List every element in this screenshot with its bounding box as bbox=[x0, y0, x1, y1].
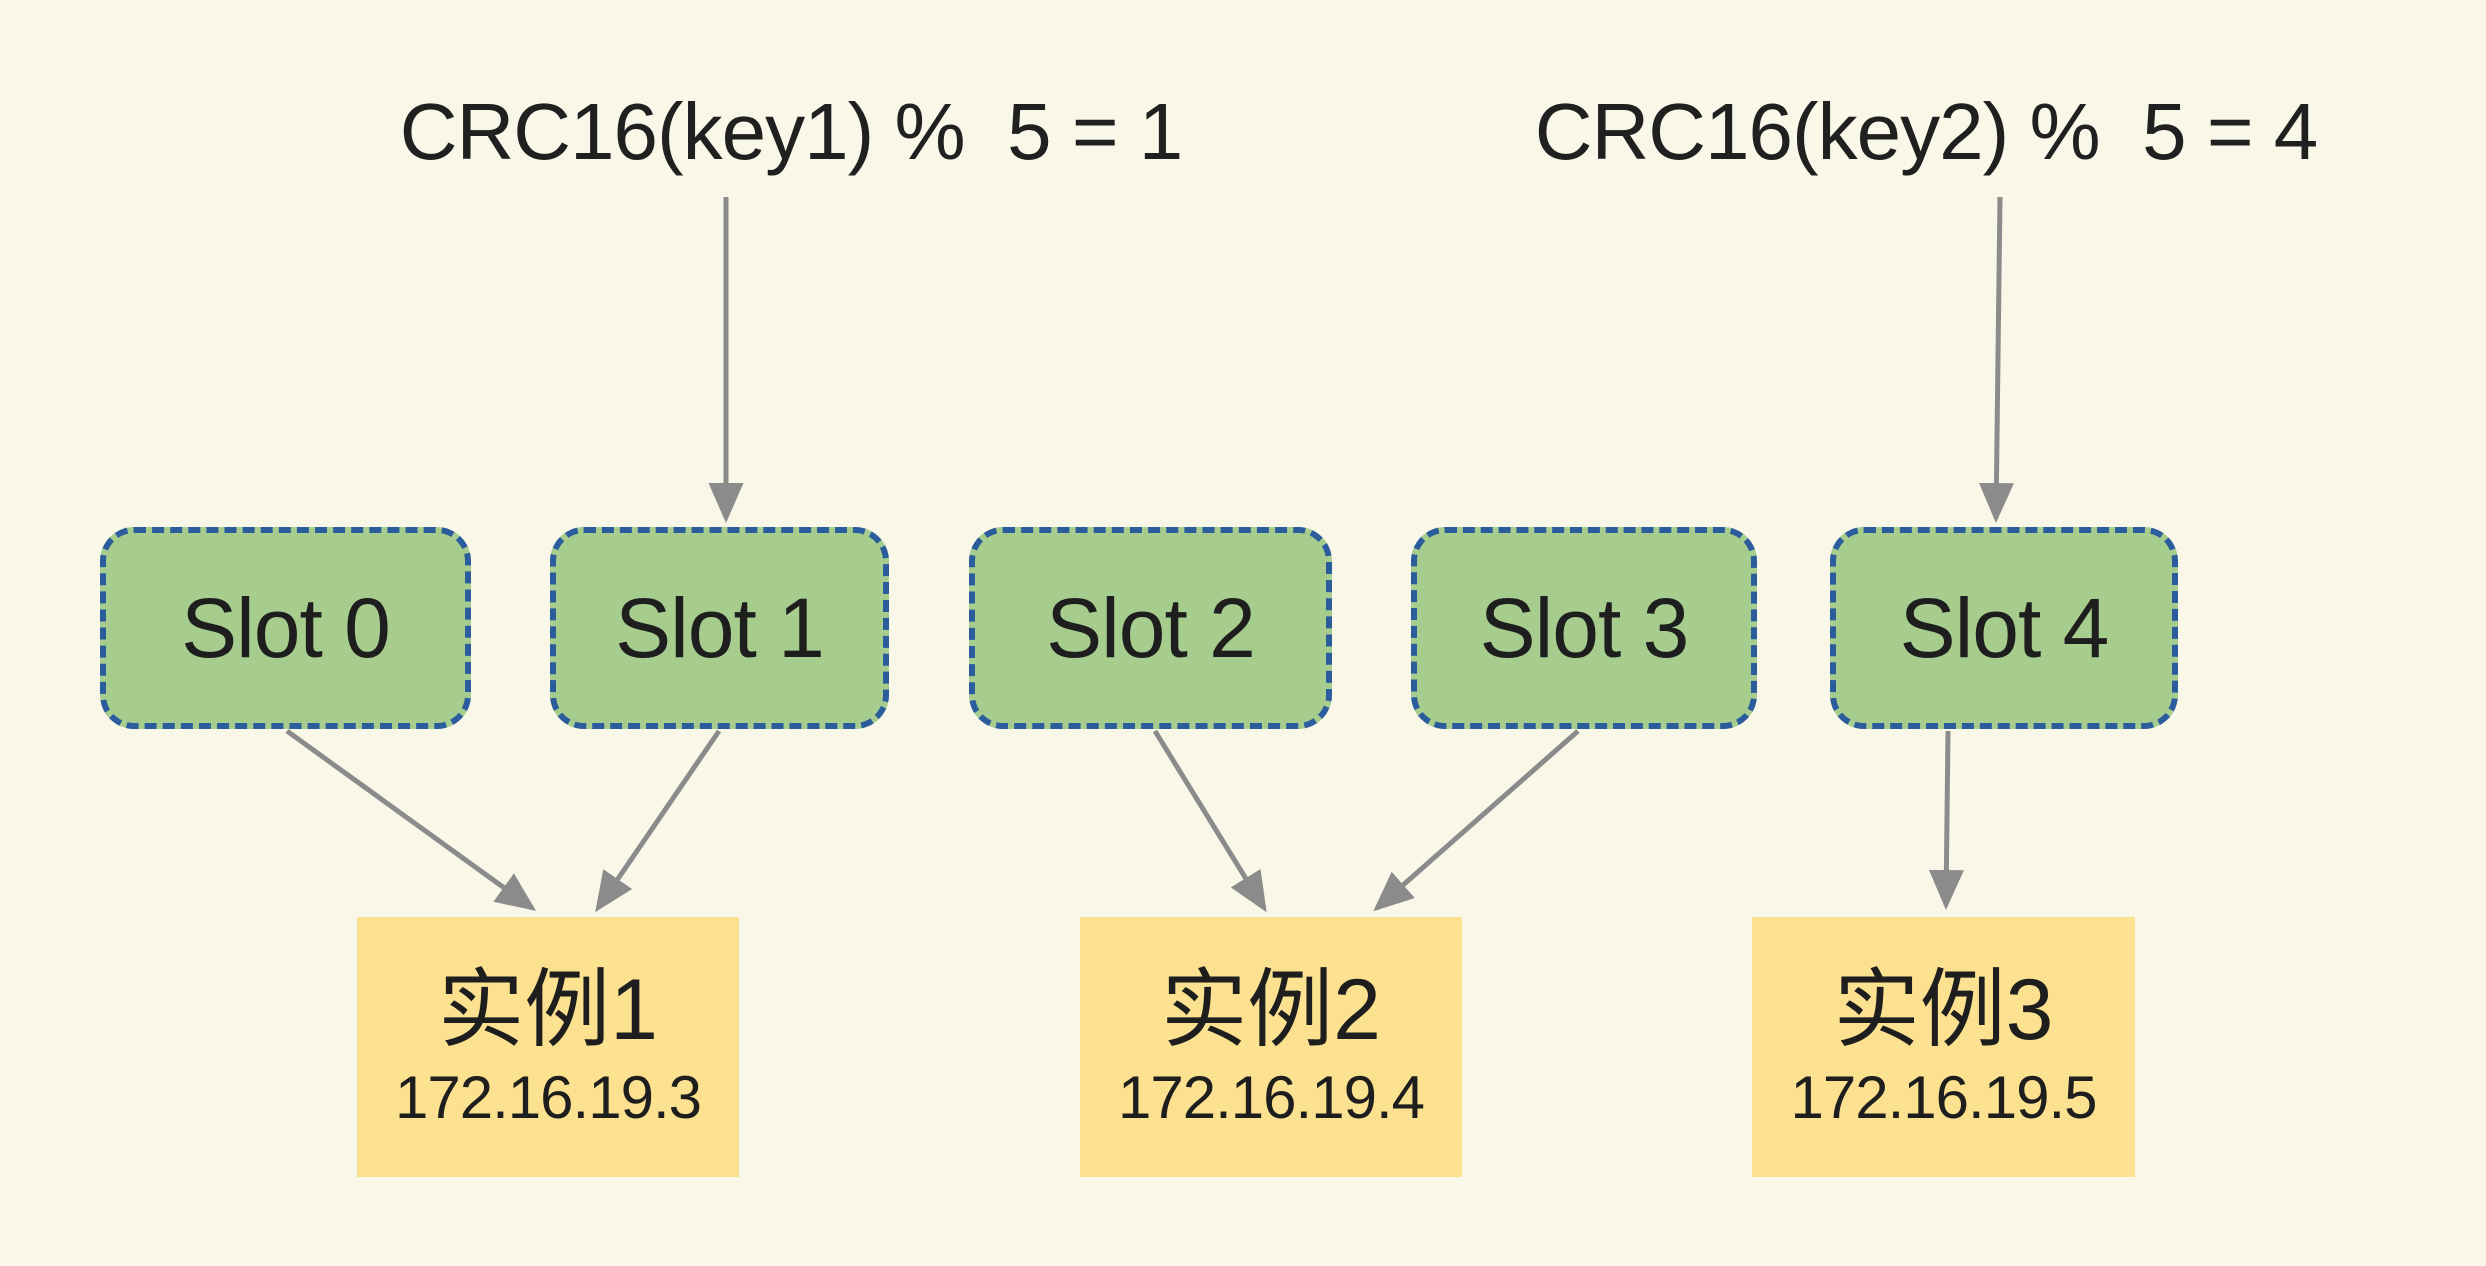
slot-1-box: Slot 1 bbox=[550, 527, 889, 729]
arrow-slot1-to-instance1 bbox=[595, 729, 722, 913]
instance-3-box: 实例3 172.16.19.5 bbox=[1752, 917, 2135, 1177]
instance-3-ip: 172.16.19.5 bbox=[1790, 1064, 2098, 1132]
slot-3-label: Slot 3 bbox=[1479, 580, 1690, 675]
instance-2-ip: 172.16.19.4 bbox=[1118, 1064, 1425, 1132]
slot-3-box: Slot 3 bbox=[1411, 527, 1757, 729]
slot-0-label: Slot 0 bbox=[181, 580, 391, 675]
arrow-slot2-to-instance2 bbox=[1152, 729, 1267, 913]
crc-formula-key2: CRC16(key2) % 5 = 4 bbox=[1534, 87, 2319, 176]
instance-1-ip: 172.16.19.3 bbox=[395, 1064, 702, 1132]
instance-3-name: 实例3 bbox=[1833, 961, 2054, 1058]
arrow-slot3-to-instance2 bbox=[1373, 729, 1580, 912]
slot-4-label: Slot 4 bbox=[1899, 580, 2110, 675]
arrow-key2-to-slot4 bbox=[1978, 196, 2014, 523]
instance-2-box: 实例2 172.16.19.4 bbox=[1080, 917, 1462, 1177]
slot-2-label: Slot 2 bbox=[1046, 580, 1256, 675]
instance-1-box: 实例1 172.16.19.3 bbox=[357, 917, 739, 1177]
crc-formula-key1: CRC16(key1) % 5 = 1 bbox=[399, 87, 1184, 176]
instance-1-name: 实例1 bbox=[438, 961, 658, 1058]
slot-2-box: Slot 2 bbox=[969, 527, 1332, 729]
arrow-slot4-to-instance3 bbox=[1928, 730, 1964, 910]
instance-2-name: 实例2 bbox=[1161, 961, 1381, 1058]
slot-1-label: Slot 1 bbox=[615, 580, 825, 675]
slot-4-box: Slot 4 bbox=[1830, 527, 2178, 729]
slot-0-box: Slot 0 bbox=[100, 527, 471, 729]
arrow-slot0-to-instance1 bbox=[285, 728, 537, 911]
